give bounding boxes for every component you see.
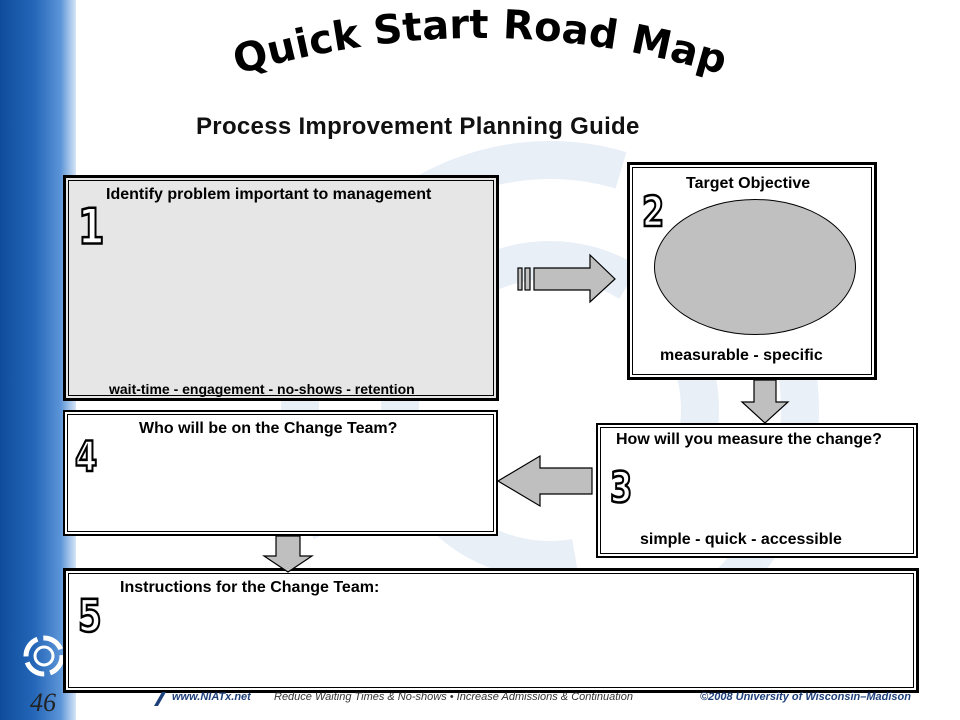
arrow-right-icon (517, 253, 616, 304)
step-1-title: Identify problem important to management (106, 186, 432, 203)
step-2-number: 2 (641, 187, 665, 237)
step-2-box: Target Objective 2 measurable - specific (627, 162, 877, 380)
step-1-footer: wait-time - engagement - no-shows - rete… (109, 381, 415, 397)
footer-tagline: Reduce Waiting Times & No-shows • Increa… (274, 691, 633, 703)
footer-swoosh-icon (154, 692, 166, 706)
step-3-number: 3 (609, 463, 633, 513)
step-4-number: 4 (74, 432, 98, 482)
step-5-number: 5 (77, 591, 103, 644)
page-title: Quick Start Road Map (228, 6, 732, 84)
step-4-box: Who will be on the Change Team? 4 (63, 410, 498, 536)
footer-website-link[interactable]: www.NIATx.net (172, 691, 251, 703)
page-title-text: Quick Start Road Map (228, 6, 732, 84)
arrow-left-icon (496, 454, 593, 508)
step-1-number: 1 (77, 198, 105, 256)
arrow-down-icon (740, 379, 790, 424)
step-1-box: Identify problem important to management… (63, 175, 499, 401)
footer-copyright: ©2008 University of Wisconsin–Madison (700, 691, 911, 703)
arrow-down-icon (262, 535, 314, 573)
niatx-logo-icon (23, 635, 65, 677)
step-2-title: Target Objective (686, 175, 811, 192)
step-2-footer: measurable - specific (660, 347, 823, 364)
step-4-title: Who will be on the Change Team? (139, 420, 398, 437)
step-5-box: Instructions for the Change Team: 5 (63, 568, 919, 693)
svg-text:Quick Start Road Map: Quick Start Road Map (228, 6, 732, 84)
step-3-footer: simple - quick - accessible (640, 531, 842, 548)
step-5-title: Instructions for the Change Team: (120, 579, 380, 596)
target-objective-ellipse (654, 199, 856, 335)
step-3-title: How will you measure the change? (616, 431, 882, 448)
step-3-box: How will you measure the change? 3 simpl… (596, 423, 918, 558)
page-subtitle: Process Improvement Planning Guide (196, 113, 640, 140)
slide-number: 46 (30, 688, 56, 717)
